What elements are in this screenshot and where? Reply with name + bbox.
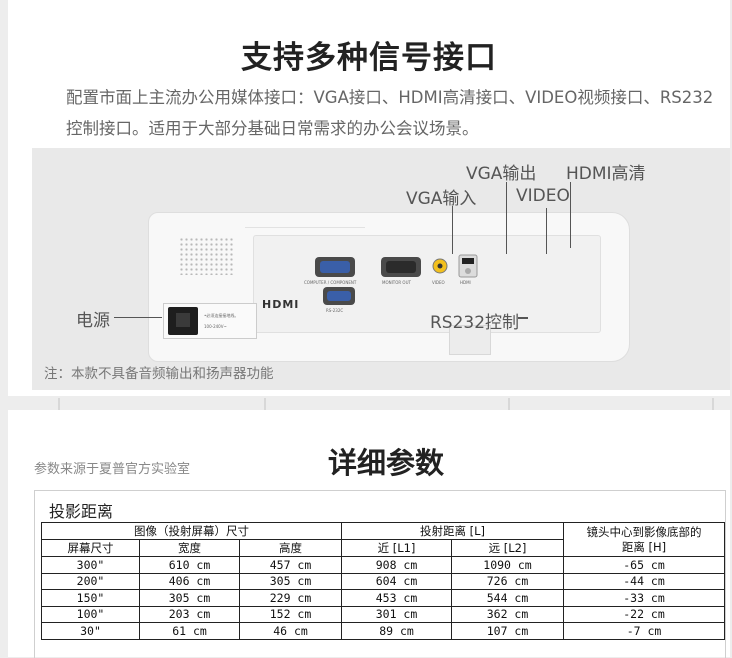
- width-header: 宽度: [139, 539, 240, 557]
- table-cell: 305 cm: [239, 572, 342, 590]
- rs232-callout: RS232控制: [430, 313, 520, 333]
- table-cell: 61 cm: [139, 622, 240, 640]
- hdmi-logo: HDMI: [262, 298, 300, 311]
- table-cell: 89 cm: [341, 622, 452, 640]
- power-socket: •必须连接接地线。 100-240V~: [163, 303, 257, 339]
- throw-distance-box: 投影距离 图像（投射屏幕）尺寸 投射距离 [L] 镜头中心到影像底部的距离 [H…: [34, 490, 726, 658]
- table-cell: 610 cm: [139, 556, 240, 574]
- computer-component-label: COMPUTER / COMPONENT: [304, 280, 357, 285]
- rs232c-label: RS-232C: [326, 308, 344, 313]
- table-cell: 726 cm: [451, 572, 564, 590]
- table-cell: 305 cm: [139, 589, 240, 607]
- section-title: 支持多种信号接口: [241, 40, 497, 76]
- vga-in-port-icon: [315, 257, 355, 277]
- table-cell: -22 cm: [563, 605, 725, 623]
- rs232-port-icon: [323, 287, 355, 305]
- rail: [712, 398, 714, 410]
- hdmi-leader-line: [570, 182, 571, 248]
- table-row: 150" 305 cm 229 cm 453 cm 544 cm -33 cm: [41, 589, 725, 607]
- video-leader-line: [546, 208, 547, 254]
- specs-title: 详细参数: [328, 446, 445, 480]
- table-cell: 107 cm: [451, 622, 564, 640]
- power-rating-label: 100-240V~: [204, 324, 227, 329]
- power-callout: 电源: [76, 311, 110, 331]
- near-header: 近 [L1]: [341, 539, 452, 557]
- video-callout: VIDEO: [516, 186, 570, 206]
- table-cell: 100": [41, 605, 140, 623]
- throw-distance-header: 投射距离 [L]: [341, 522, 564, 540]
- table-cell: 203 cm: [139, 605, 240, 623]
- specs-panel: 参数来源于夏普官方实验室 详细参数 投影距离 图像（投射屏幕）尺寸 投射距离 […: [8, 410, 730, 658]
- audio-note: 注：本款不具备音频输出和扬声器功能: [44, 366, 274, 382]
- projector-foot: [449, 325, 491, 355]
- hdmi-device-label: HDMI: [460, 280, 471, 285]
- lens-center-header: 镜头中心到影像底部的距离 [H]: [563, 522, 725, 557]
- projector-body: COMPUTER / COMPONENT MONITOR OUT VIDEO: [148, 212, 630, 362]
- video-port-icon: [432, 258, 448, 274]
- rail: [58, 398, 60, 410]
- vga-out-leader-line: [506, 182, 507, 254]
- table-cell: 453 cm: [341, 589, 452, 607]
- interfaces-panel: 支持多种信号接口 配置市面上主流办公用媒体接口：VGA接口、HDMI高清接口、V…: [8, 0, 730, 396]
- table-row: 200" 406 cm 305 cm 604 cm 726 cm -44 cm: [41, 572, 725, 590]
- section-description: 配置市面上主流办公用媒体接口：VGA接口、HDMI高清接口、VIDEO视频接口、…: [66, 88, 714, 138]
- speaker-grille: [179, 237, 233, 275]
- table-cell: -33 cm: [563, 589, 725, 607]
- vga-in-leader-line: [452, 206, 453, 254]
- table-cell: 300": [41, 556, 140, 574]
- table-cell: 457 cm: [239, 556, 342, 574]
- table-cell: 46 cm: [239, 622, 342, 640]
- table-cell: 150": [41, 589, 140, 607]
- table-cell: 30": [41, 622, 140, 640]
- power-socket-icon: [168, 307, 198, 335]
- table-cell: 1090 cm: [451, 556, 564, 574]
- vga-out-callout: VGA输出: [466, 164, 537, 184]
- table-row: 30" 61 cm 46 cm 89 cm 107 cm -7 cm: [41, 622, 725, 640]
- data-source-note: 参数来源于夏普官方实验室: [34, 462, 191, 477]
- port-panel: COMPUTER / COMPONENT MONITOR OUT VIDEO: [253, 235, 601, 333]
- table-cell: 544 cm: [451, 589, 564, 607]
- vga-out-port-icon: [381, 257, 421, 277]
- table-cell: -65 cm: [563, 556, 725, 574]
- height-header: 高度: [239, 539, 342, 557]
- rail: [508, 398, 510, 410]
- table-cell: 301 cm: [341, 605, 452, 623]
- throw-distance-table: 图像（投射屏幕）尺寸 投射距离 [L] 镜头中心到影像底部的距离 [H] 屏幕尺…: [41, 522, 725, 640]
- power-leader-line: [114, 317, 162, 318]
- top-vent: [245, 217, 365, 228]
- far-header: 远 [L2]: [451, 539, 564, 557]
- table-cell: 362 cm: [451, 605, 564, 623]
- table-row: 100" 203 cm 152 cm 301 cm 362 cm -22 cm: [41, 605, 725, 623]
- table-cell: 406 cm: [139, 572, 240, 590]
- rail: [264, 398, 266, 410]
- projector-rear-photo: COMPUTER / COMPONENT MONITOR OUT VIDEO: [32, 148, 730, 390]
- power-warning-label: •必须连接接地线。: [204, 313, 239, 318]
- monitor-out-label: MONITOR OUT: [382, 280, 411, 285]
- table-cell: 200": [41, 572, 140, 590]
- table-cell: 229 cm: [239, 589, 342, 607]
- table-cell: -7 cm: [563, 622, 725, 640]
- table-cell: 604 cm: [341, 572, 452, 590]
- vga-in-callout: VGA输入: [406, 189, 477, 209]
- table-cell: 152 cm: [239, 605, 342, 623]
- rs232-leader-line: [518, 317, 528, 319]
- table-cell: 908 cm: [341, 556, 452, 574]
- table-row: 300" 610 cm 457 cm 908 cm 1090 cm -65 cm: [41, 556, 725, 574]
- screen-size-header: 屏幕尺寸: [41, 539, 140, 557]
- throw-distance-title: 投影距离: [49, 502, 114, 521]
- table-cell: -44 cm: [563, 572, 725, 590]
- hdmi-callout: HDMI高清: [566, 164, 646, 184]
- hdmi-port-icon: [458, 254, 478, 278]
- image-size-header: 图像（投射屏幕）尺寸: [41, 522, 342, 540]
- video-device-label: VIDEO: [432, 280, 445, 285]
